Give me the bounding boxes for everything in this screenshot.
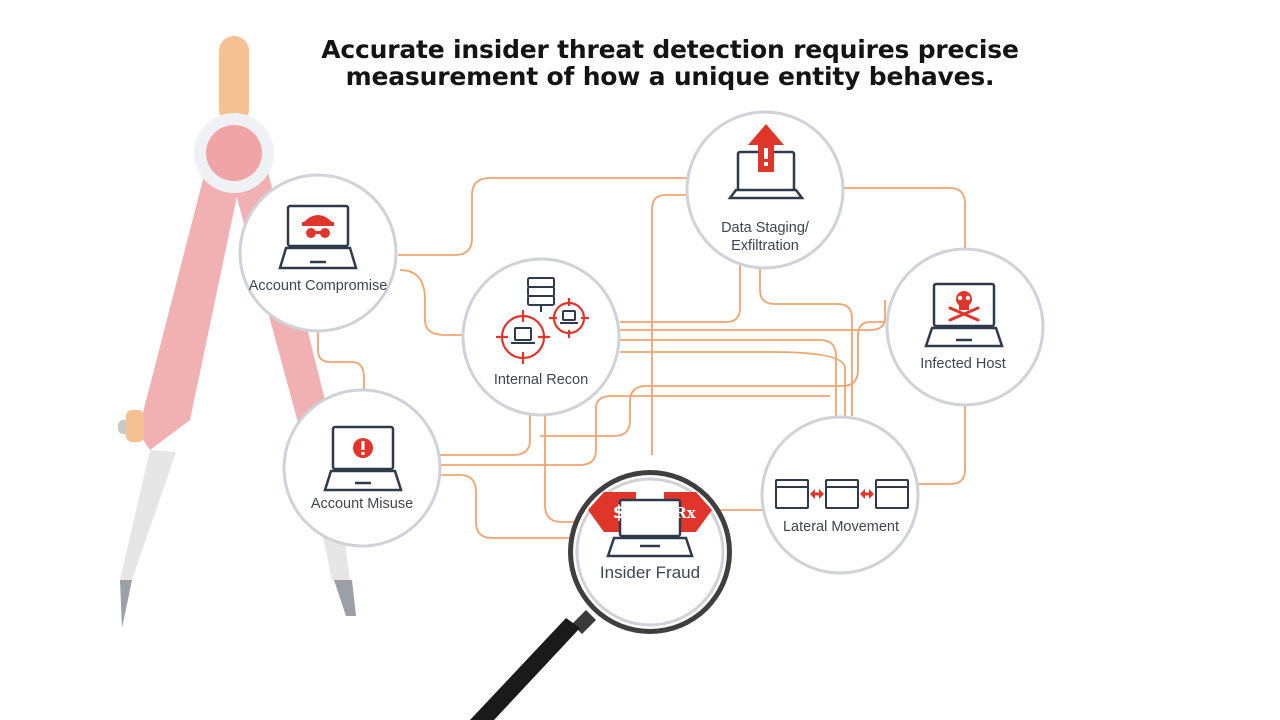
label-data-staging-line-2: Exfiltration (731, 238, 799, 254)
label-infected-host: Infected Host (920, 356, 1006, 372)
title-line-2: measurement of how a unique entity behav… (345, 62, 995, 91)
page-title: Accurate insider threat detection requir… (240, 36, 1100, 90)
fraud-laptop-icon (588, 492, 712, 558)
label-internal-recon: Internal Recon (493, 372, 589, 388)
prescription-icon: Rx (674, 504, 696, 522)
hacker-laptop-icon (278, 204, 358, 270)
recon-targets-icon (496, 277, 589, 364)
label-lateral-movement: Lateral Movement (782, 519, 900, 535)
label-account-compromise: Account Compromise (248, 278, 388, 294)
label-insider-fraud: Insider Fraud (599, 563, 701, 582)
label-data-staging-line-1: Data Staging/ (721, 220, 809, 236)
alert-laptop-icon (323, 425, 403, 492)
connector-lines (317, 177, 966, 539)
lateral-windows-icon (775, 479, 909, 509)
upload-laptop-icon (727, 124, 805, 200)
label-data-staging: Data Staging/ Exfiltration (695, 219, 835, 255)
title-line-1: Accurate insider threat detection requir… (321, 35, 1019, 64)
skull-laptop-icon (924, 282, 1004, 348)
label-account-misuse: Account Misuse (310, 496, 414, 512)
dollar-icon: $ (613, 502, 626, 523)
